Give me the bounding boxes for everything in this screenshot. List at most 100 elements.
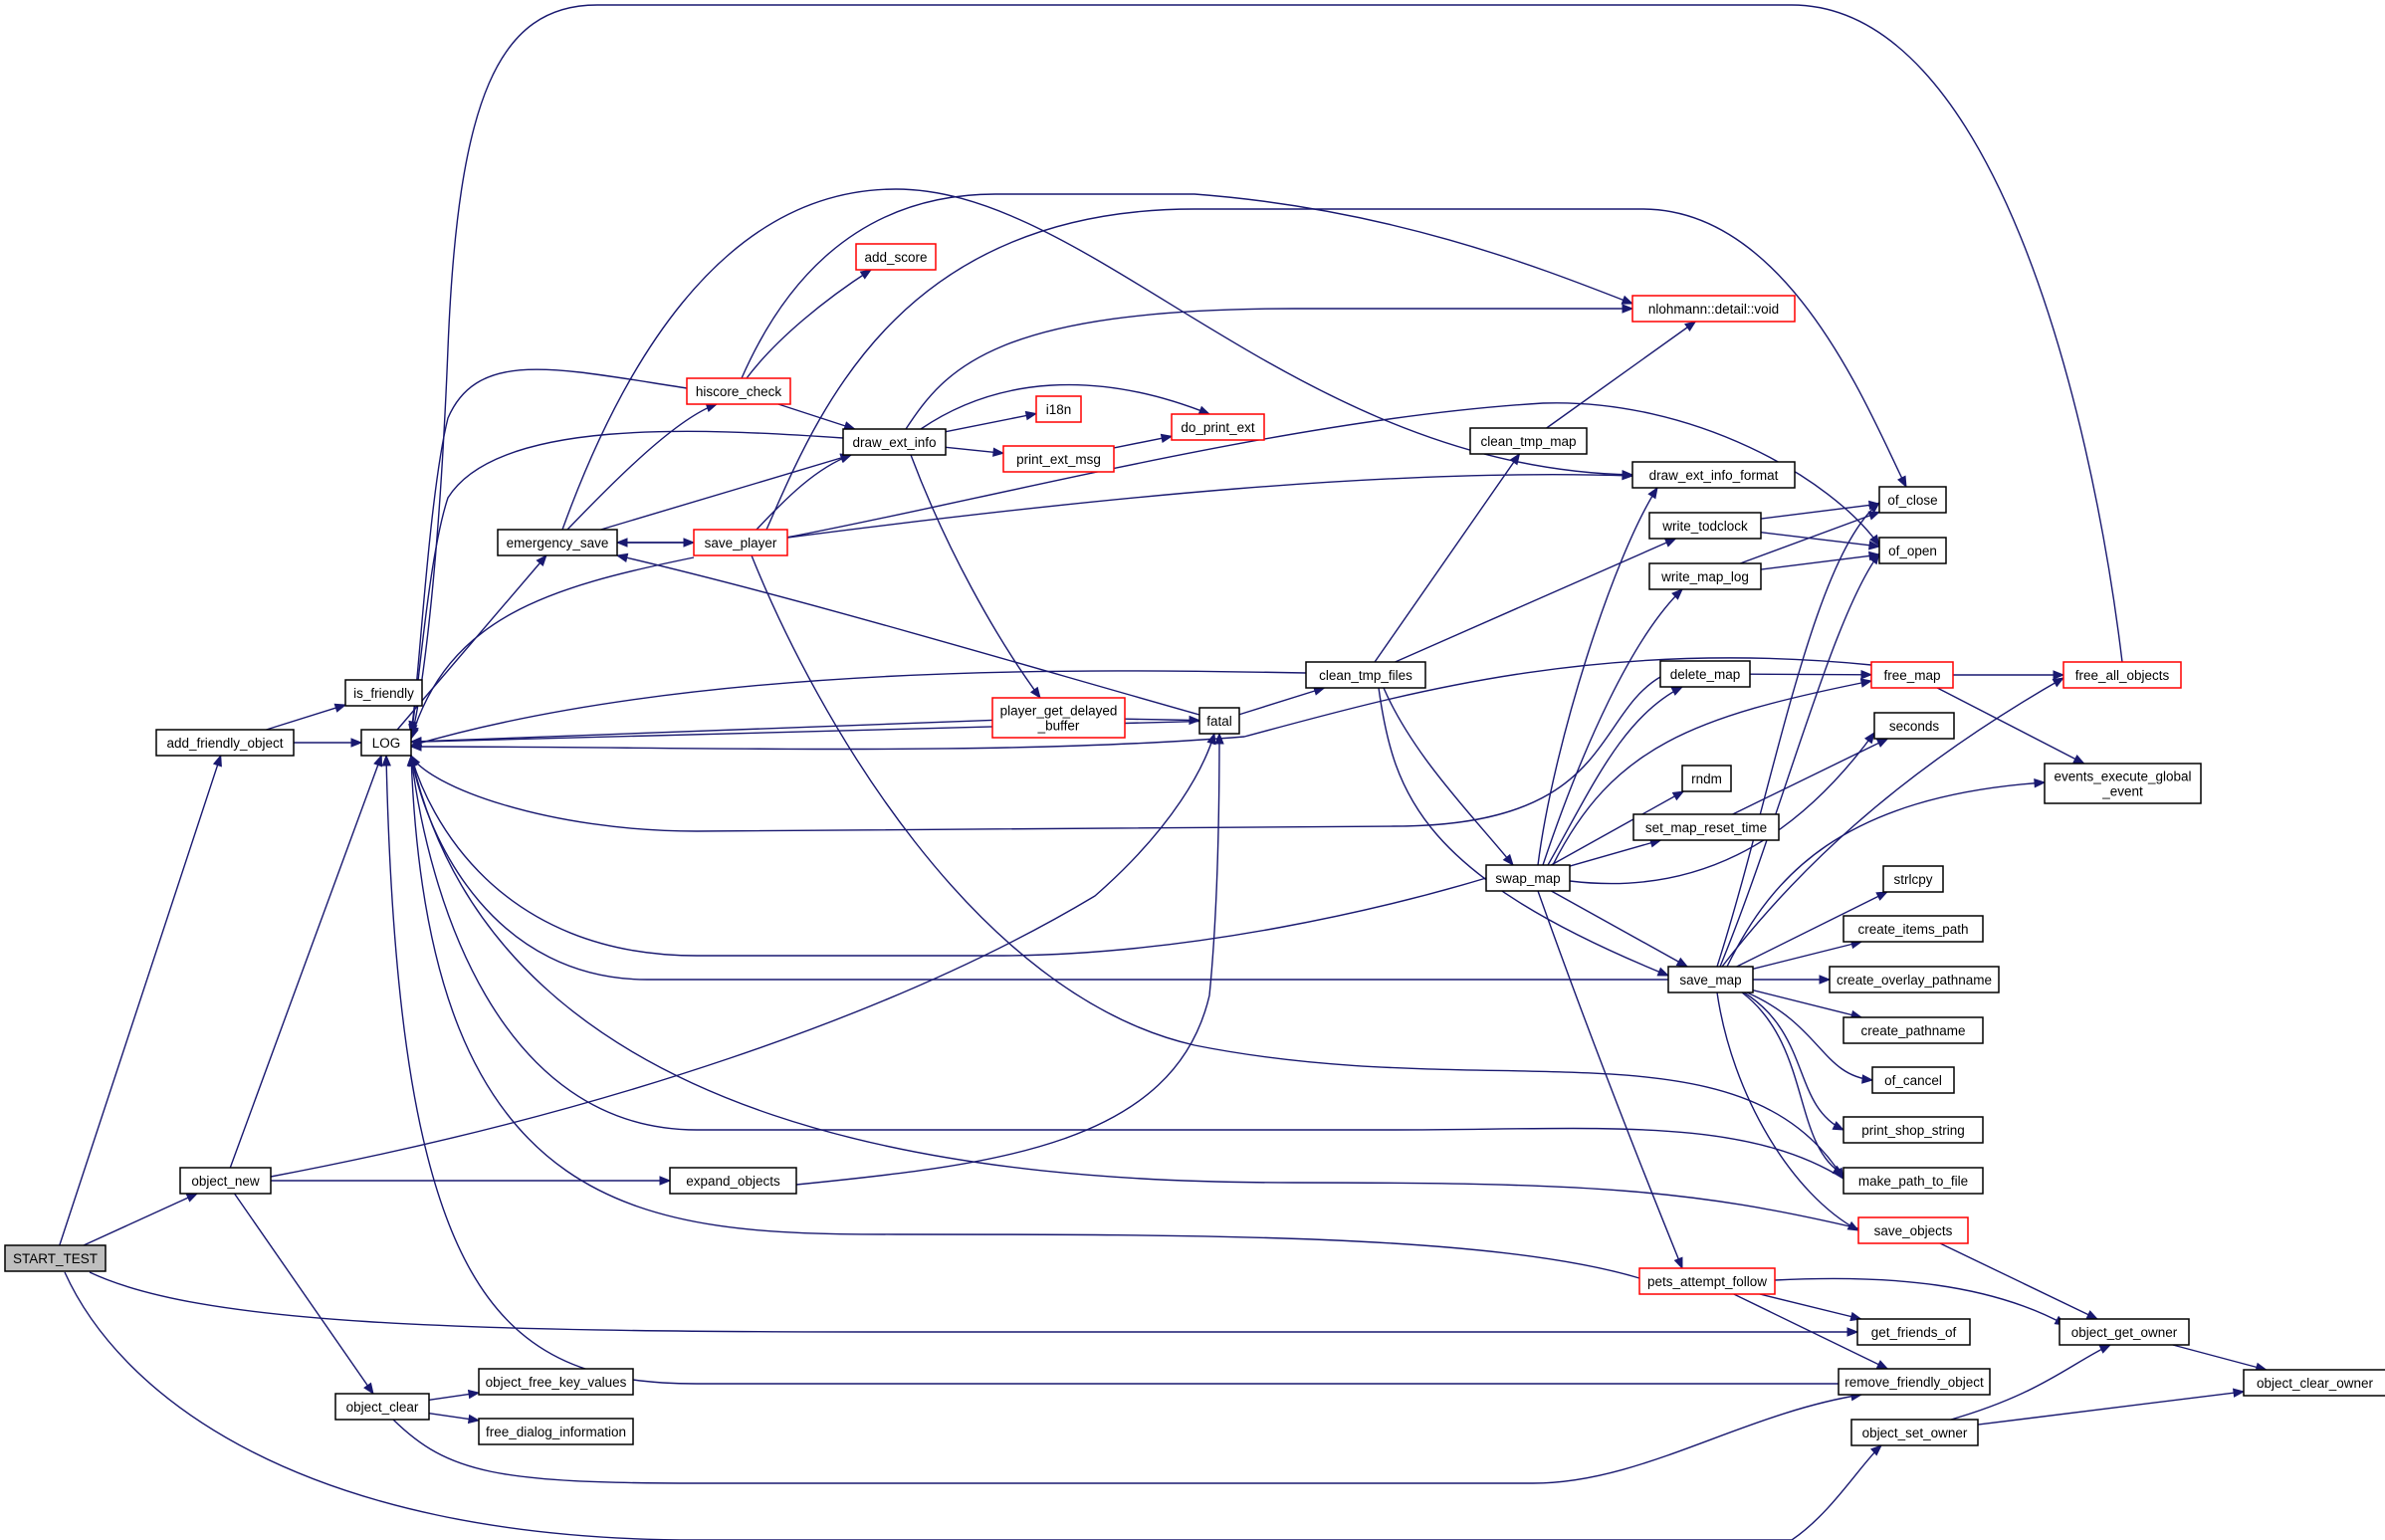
node-box[interactable] bbox=[155, 729, 295, 757]
node-save-player[interactable]: save_player bbox=[693, 529, 788, 556]
node-box[interactable] bbox=[1878, 486, 1947, 514]
node-fatal[interactable]: fatal bbox=[1198, 707, 1240, 735]
node-set-map-reset-time[interactable]: set_map_reset_time bbox=[1632, 813, 1780, 841]
node-box[interactable] bbox=[478, 1368, 634, 1396]
node-box[interactable] bbox=[1856, 1318, 1971, 1346]
node-box[interactable] bbox=[1829, 966, 2000, 993]
node-add-friendly-object[interactable]: add_friendly_object bbox=[155, 729, 295, 757]
node-create-items-path[interactable]: create_items_path bbox=[1843, 915, 1984, 943]
node-strlcpy[interactable]: strlcpy bbox=[1882, 865, 1944, 893]
node-get-friends-of[interactable]: get_friends_of bbox=[1856, 1318, 1971, 1346]
node-create-pathname[interactable]: create_pathname bbox=[1843, 1016, 1984, 1044]
node-box[interactable] bbox=[686, 377, 791, 405]
node-add-score[interactable]: add_score bbox=[855, 243, 937, 271]
node-events-execute-global-event[interactable]: events_execute_global_event bbox=[2044, 763, 2202, 804]
node-box[interactable] bbox=[842, 428, 947, 456]
node-box[interactable] bbox=[1631, 461, 1796, 489]
node-box[interactable] bbox=[1843, 1016, 1984, 1044]
node-write-map-log[interactable]: write_map_log bbox=[1648, 562, 1762, 590]
node-box[interactable] bbox=[1882, 865, 1944, 893]
node-box[interactable] bbox=[1171, 413, 1265, 441]
node-box[interactable] bbox=[1878, 537, 1947, 564]
node-object-clear-owner[interactable]: object_clear_owner bbox=[2243, 1369, 2385, 1397]
node-box[interactable] bbox=[1843, 1116, 1984, 1144]
node-hiscore-check[interactable]: hiscore_check bbox=[686, 377, 791, 405]
node-free-map[interactable]: free_map bbox=[1870, 661, 1954, 689]
node-rndm[interactable]: rndm bbox=[1681, 765, 1732, 792]
node-print-shop-string[interactable]: print_shop_string bbox=[1843, 1116, 1984, 1144]
node-pets-attempt-follow[interactable]: pets_attempt_follow bbox=[1638, 1267, 1776, 1295]
node-expand-objects[interactable]: expand_objects bbox=[669, 1167, 797, 1195]
node-make-path-to-file[interactable]: make_path_to_file bbox=[1843, 1167, 1984, 1195]
node-is-friendly[interactable]: is_friendly bbox=[344, 679, 423, 707]
node-box[interactable] bbox=[1198, 707, 1240, 735]
node-save-objects[interactable]: save_objects bbox=[1857, 1216, 1969, 1244]
node-free-all-objects[interactable]: free_all_objects bbox=[2062, 661, 2182, 689]
node-box[interactable] bbox=[1838, 1368, 1991, 1396]
node-box[interactable] bbox=[1850, 1419, 1979, 1446]
node-box[interactable] bbox=[478, 1418, 634, 1445]
node-clean-tmp-files[interactable]: clean_tmp_files bbox=[1305, 661, 1426, 689]
node-box[interactable] bbox=[2059, 1318, 2190, 1346]
node-box[interactable] bbox=[1873, 712, 1955, 740]
node-of-close[interactable]: of_close bbox=[1878, 486, 1947, 514]
node-box[interactable] bbox=[497, 529, 618, 556]
node-object-get-owner[interactable]: object_get_owner bbox=[2059, 1318, 2190, 1346]
node-box[interactable] bbox=[1035, 395, 1082, 423]
node-box[interactable] bbox=[1648, 562, 1762, 590]
node-box[interactable] bbox=[344, 679, 423, 707]
node-box[interactable] bbox=[360, 729, 412, 757]
node-box[interactable] bbox=[991, 697, 1126, 739]
node-box[interactable] bbox=[2243, 1369, 2385, 1397]
node-object-new[interactable]: object_new bbox=[179, 1167, 272, 1195]
node-box[interactable] bbox=[1667, 966, 1754, 993]
node-delete-map[interactable]: delete_map bbox=[1659, 660, 1751, 688]
node-log[interactable]: LOG bbox=[360, 729, 412, 757]
node-draw-ext-info-format[interactable]: draw_ext_info_format bbox=[1631, 461, 1796, 489]
node-emergency-save[interactable]: emergency_save bbox=[497, 529, 618, 556]
node-object-set-owner[interactable]: object_set_owner bbox=[1850, 1419, 1979, 1446]
node-object-clear[interactable]: object_clear bbox=[334, 1393, 430, 1421]
node-box[interactable] bbox=[179, 1167, 272, 1195]
node-box[interactable] bbox=[2062, 661, 2182, 689]
node-box[interactable] bbox=[693, 529, 788, 556]
node-box[interactable] bbox=[1843, 915, 1984, 943]
node-nlohmann-void[interactable]: nlohmann::detail::void bbox=[1631, 295, 1796, 323]
node-box[interactable] bbox=[1002, 445, 1115, 473]
node-box[interactable] bbox=[1843, 1167, 1984, 1195]
node-draw-ext-info[interactable]: draw_ext_info bbox=[842, 428, 947, 456]
node-i18n[interactable]: i18n bbox=[1035, 395, 1082, 423]
node-player-get-delayed-buffer[interactable]: player_get_delayed_buffer bbox=[991, 697, 1126, 739]
node-box[interactable] bbox=[1871, 1066, 1955, 1094]
node-remove-friendly-object[interactable]: remove_friendly_object bbox=[1838, 1368, 1991, 1396]
node-box[interactable] bbox=[4, 1244, 107, 1272]
node-box[interactable] bbox=[669, 1167, 797, 1195]
node-box[interactable] bbox=[1631, 295, 1796, 323]
node-object-free-key-values[interactable]: object_free_key_values bbox=[478, 1368, 634, 1396]
node-box[interactable] bbox=[1648, 512, 1762, 540]
node-box[interactable] bbox=[1469, 427, 1588, 455]
node-box[interactable] bbox=[1485, 864, 1571, 892]
node-clean-tmp-map[interactable]: clean_tmp_map bbox=[1469, 427, 1588, 455]
node-do-print-ext[interactable]: do_print_ext bbox=[1171, 413, 1265, 441]
node-box[interactable] bbox=[1681, 765, 1732, 792]
node-box[interactable] bbox=[2044, 763, 2202, 804]
node-of-cancel[interactable]: of_cancel bbox=[1871, 1066, 1955, 1094]
node-box[interactable] bbox=[855, 243, 937, 271]
node-free-dialog-information[interactable]: free_dialog_information bbox=[478, 1418, 634, 1445]
node-box[interactable] bbox=[1857, 1216, 1969, 1244]
node-seconds[interactable]: seconds bbox=[1873, 712, 1955, 740]
node-print-ext-msg[interactable]: print_ext_msg bbox=[1002, 445, 1115, 473]
node-start-test[interactable]: START_TEST bbox=[4, 1244, 107, 1272]
node-box[interactable] bbox=[1632, 813, 1780, 841]
node-write-todclock[interactable]: write_todclock bbox=[1648, 512, 1762, 540]
node-box[interactable] bbox=[1638, 1267, 1776, 1295]
node-create-overlay-pathname[interactable]: create_overlay_pathname bbox=[1829, 966, 2000, 993]
node-box[interactable] bbox=[1870, 661, 1954, 689]
node-of-open[interactable]: of_open bbox=[1878, 537, 1947, 564]
node-box[interactable] bbox=[1305, 661, 1426, 689]
node-box[interactable] bbox=[334, 1393, 430, 1421]
node-save-map[interactable]: save_map bbox=[1667, 966, 1754, 993]
node-swap-map[interactable]: swap_map bbox=[1485, 864, 1571, 892]
node-box[interactable] bbox=[1659, 660, 1751, 688]
